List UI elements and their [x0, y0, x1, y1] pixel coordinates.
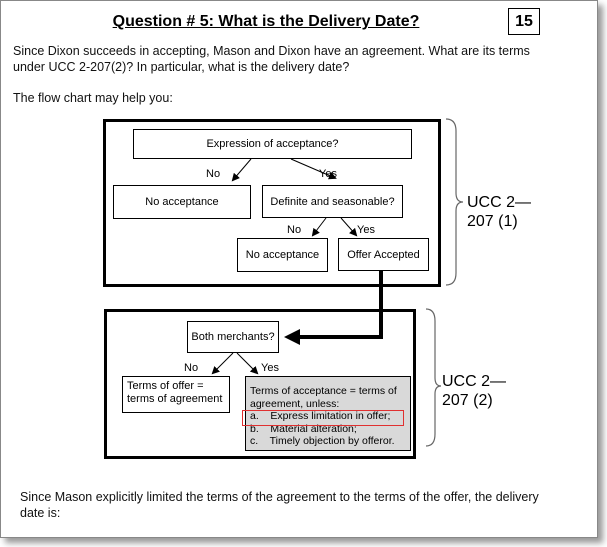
page-title: Question # 5: What is the Delivery Date?: [112, 13, 420, 30]
terms-of-offer-box: Terms of offer =terms of agreement: [122, 376, 230, 413]
no-label: No: [206, 168, 221, 180]
intro-line-1: Since Dixon succeeds in accepting, Mason…: [13, 44, 530, 58]
conclusion-line-2: date is:: [20, 506, 61, 520]
intro-line-2: under UCC 2-207(2)? In particular, what …: [13, 60, 350, 74]
no-label: No: [287, 224, 302, 236]
highlight-rectangle: [242, 410, 404, 426]
no-label: No: [184, 362, 199, 374]
both-merchants-box: Both merchants?: [187, 321, 279, 353]
ucc-label: 207 (2): [442, 392, 493, 409]
conclusion-line-1: Since Mason explicitly limited the terms…: [20, 490, 539, 504]
brace-2: [425, 308, 442, 447]
yes-label: Yes: [261, 362, 279, 374]
intro-line-3: The flow chart may help you:: [13, 91, 173, 105]
definite-seasonable-box: Definite and seasonable?: [262, 185, 403, 218]
ucc-label: 207 (1): [467, 213, 518, 230]
offer-accepted-box: Offer Accepted: [338, 238, 429, 271]
slide: Question # 5: What is the Delivery Date?…: [0, 0, 598, 538]
yes-label: Yes: [357, 224, 375, 236]
ucc-207-1-frame: [103, 119, 441, 287]
ucc-label: UCC 2—: [442, 373, 507, 390]
no-acceptance-box-2: No acceptance: [237, 238, 328, 272]
flow-arrow: [284, 271, 383, 345]
no-acceptance-box: No acceptance: [113, 185, 251, 219]
ucc-label: UCC 2—: [467, 194, 532, 211]
yes-label: Yes: [319, 168, 337, 180]
ucc-207-2-frame: [104, 309, 416, 459]
brace-1: [445, 118, 464, 286]
expression-of-acceptance-box: Expression of acceptance?: [133, 129, 412, 159]
slide-number: 15: [508, 8, 540, 35]
